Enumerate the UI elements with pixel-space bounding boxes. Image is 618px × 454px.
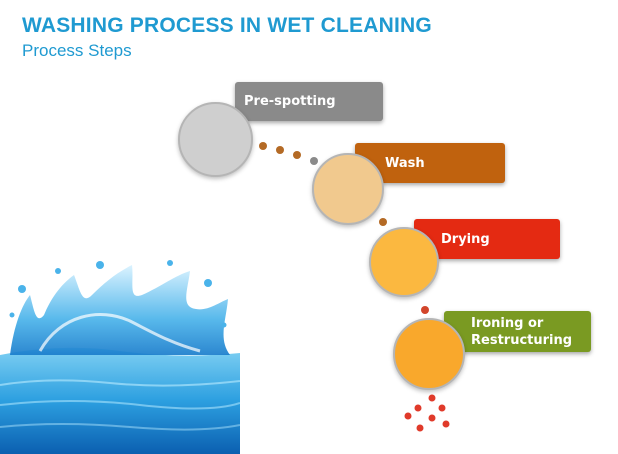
step-label: Ironing or Restructuring	[471, 315, 572, 349]
connector-dots-3	[421, 306, 429, 314]
step-label: Drying	[441, 231, 490, 248]
step-box-ironing: Ironing or Restructuring	[444, 311, 591, 352]
step-box-pre-spotting: Pre-spotting	[235, 82, 383, 121]
step-label: Wash	[385, 155, 425, 172]
step-label: Pre-spotting	[244, 93, 336, 110]
step-circle-drying	[369, 227, 439, 297]
step-circle-pre-spotting	[178, 102, 253, 177]
step-circle-ironing	[393, 318, 465, 390]
connector-dots-1	[259, 142, 318, 165]
connector-dots-2	[379, 218, 387, 226]
connector-dots-4	[405, 395, 450, 432]
step-circle-wash	[312, 153, 384, 225]
